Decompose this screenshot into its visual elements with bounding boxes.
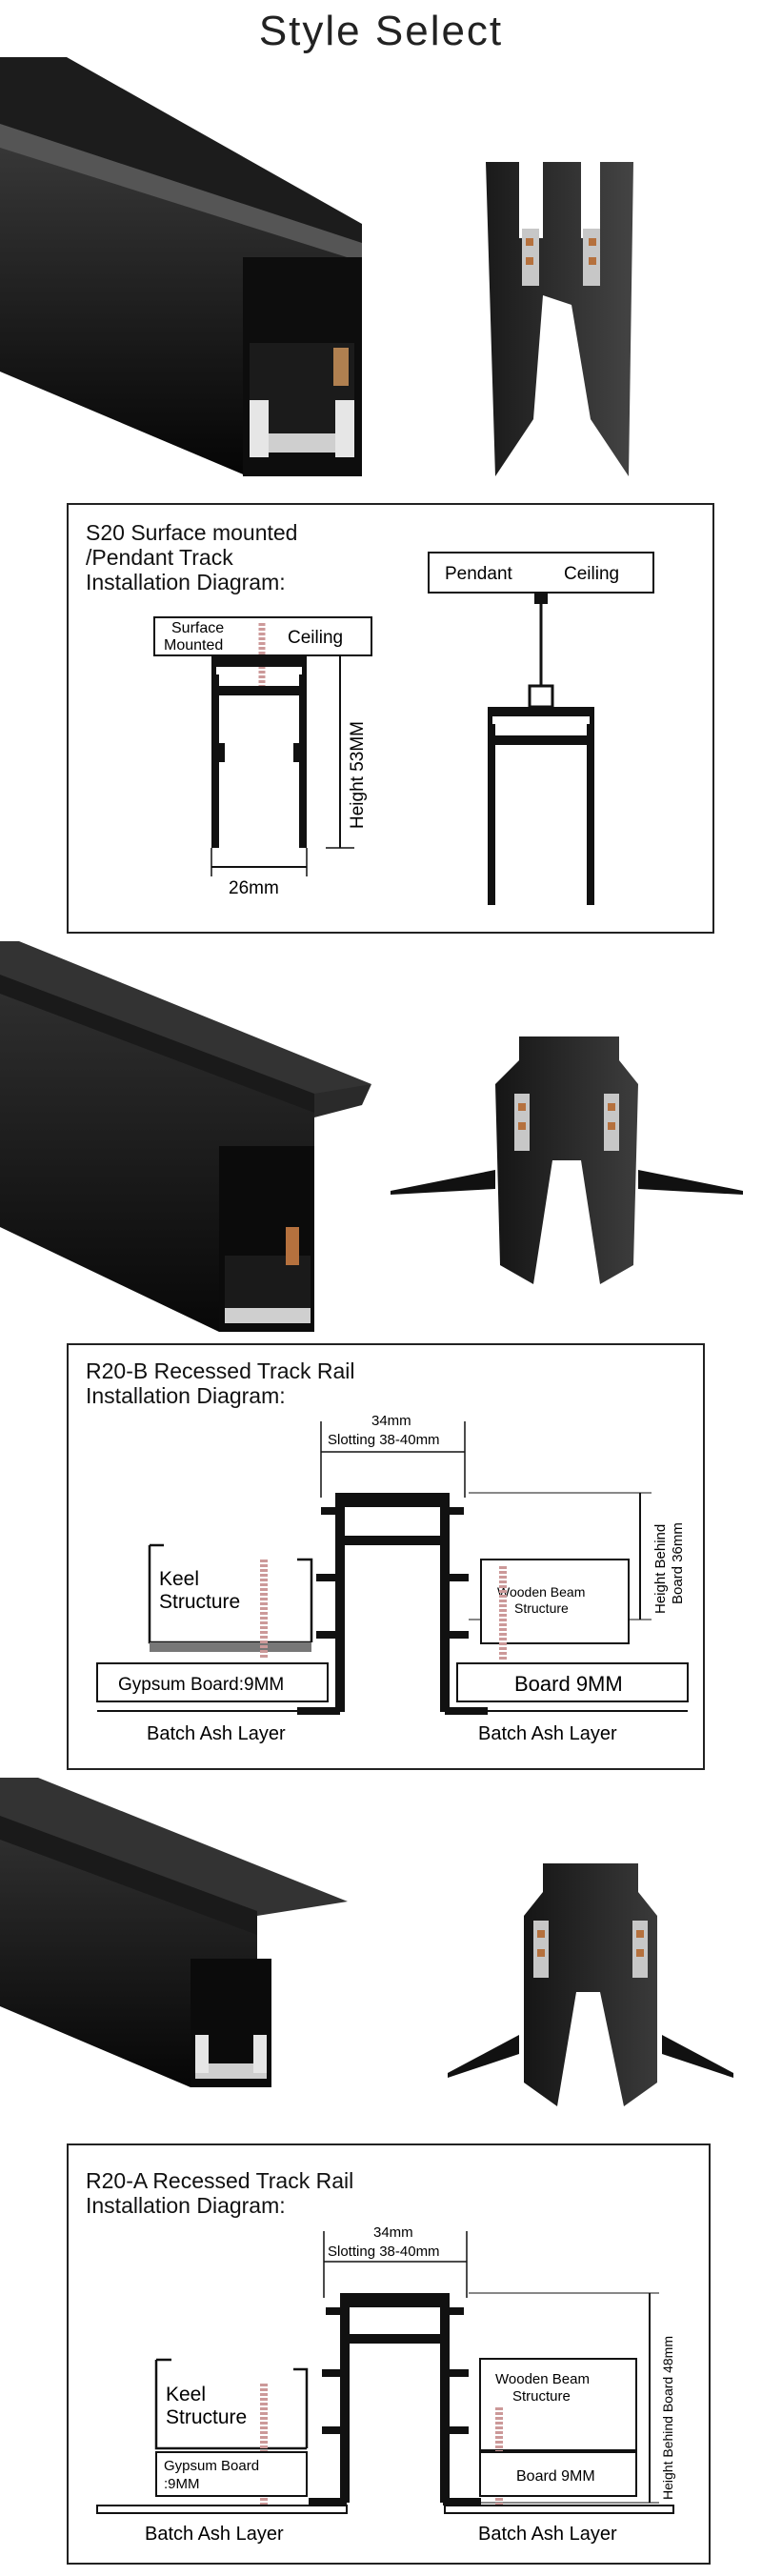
r20a-slotting: Slotting 38-40mm [328,2244,440,2260]
r20b-height-line1: Height Behind [652,1524,669,1614]
r20a-wooden-line2: Structure [512,2388,571,2405]
r20a-keel-line1: Keel [166,2384,206,2405]
r20b-wooden-line2: Structure [514,1600,569,1616]
r20b-product-photo [0,941,762,1341]
r20a-gypsum-line1: Gypsum Board [164,2458,259,2474]
r20a-installation-diagram: R20-A Recessed Track Rail Installation D… [67,2143,711,2565]
r20a-top-width: 34mm [373,2224,413,2241]
r20a-title-line2: Installation Diagram: [86,2193,286,2218]
s20-surface-label-1: Surface [171,620,224,636]
s20-height-label: Height 53MM [348,721,368,829]
s20-product-photo [0,57,762,486]
r20b-title-line2: Installation Diagram: [86,1383,286,1408]
r20b-title-line1: R20-B Recessed Track Rail [86,1358,355,1383]
r20b-batch-left: Batch Ash Layer [147,1723,286,1744]
r20b-batch-right: Batch Ash Layer [478,1723,617,1744]
r20b-keel-line2: Structure [159,1591,240,1613]
s20-surface-label-2: Mounted [164,637,223,654]
s20-width-label: 26mm [229,878,279,898]
r20b-top-width: 34mm [371,1413,411,1429]
s20-installation-diagram: S20 Surface mounted /Pendant Track Insta… [67,503,714,934]
r20a-board: Board 9MM [516,2468,595,2485]
r20a-keel-line2: Structure [166,2406,247,2428]
r20b-wooden-line1: Wooden Beam [497,1584,585,1600]
r20b-board: Board 9MM [514,1672,623,1696]
r20a-wooden-line1: Wooden Beam [495,2371,590,2387]
r20b-installation-diagram: R20-B Recessed Track Rail Installation D… [67,1343,705,1770]
r20a-gypsum-line2: :9MM [164,2476,200,2492]
s20-title-line3: Installation Diagram: [86,570,286,594]
r20a-batch-left: Batch Ash Layer [145,2524,284,2545]
s20-title-line1: S20 Surface mounted [86,520,298,545]
r20b-slotting: Slotting 38-40mm [328,1432,440,1448]
r20b-gypsum: Gypsum Board:9MM [118,1675,284,1695]
r20a-batch-right: Batch Ash Layer [478,2524,617,2545]
r20a-height: Height Behind Board 48mm [660,2336,675,2500]
r20a-product-photo [0,1778,762,2140]
r20a-title-line1: R20-A Recessed Track Rail [86,2168,354,2193]
s20-pendant-label: Pendant [445,564,513,584]
s20-ceiling-label: Ceiling [288,628,343,648]
s20-title-line2: /Pendant Track [86,545,233,570]
page-title: Style Select [258,8,504,54]
s20-pendant-ceiling-label: Ceiling [564,564,619,584]
r20b-height-line2: Board 36mm [670,1522,686,1604]
r20b-keel-line1: Keel [159,1568,199,1590]
